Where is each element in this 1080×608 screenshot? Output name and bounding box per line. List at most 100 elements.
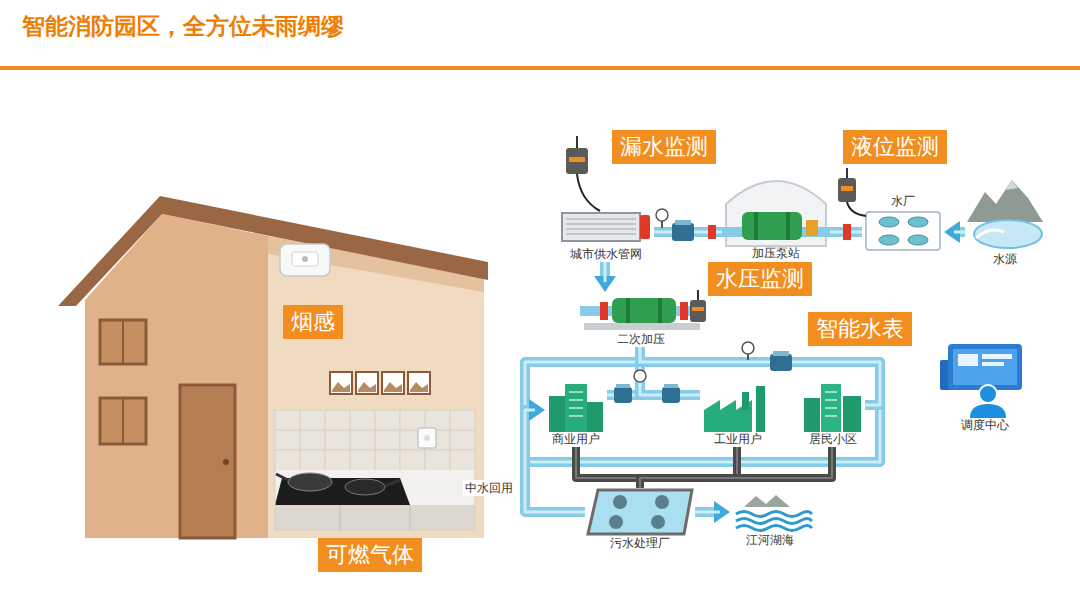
icon-area [965, 178, 1045, 252]
water-pipe [954, 231, 965, 234]
dispatch-center-icon [953, 349, 1017, 385]
booster-pump-icon [600, 302, 608, 320]
smoke-detector [280, 244, 330, 276]
house [268, 236, 484, 538]
facility-caption: 加压泵站 [752, 246, 800, 261]
water-plant-icon [866, 212, 940, 250]
kitchen-photo [275, 470, 475, 530]
callout-text: 智能水表 [808, 312, 912, 346]
sewer-pipe [640, 447, 832, 488]
pressure-gauge [656, 209, 668, 221]
sewer-pipe [576, 447, 640, 488]
water-pipe [640, 347, 880, 405]
river-icon [736, 512, 812, 517]
edge-label: 中水回用 [463, 480, 515, 496]
callout-text: 烟感 [283, 305, 343, 339]
water-source-icon [967, 180, 1043, 248]
smart-water-meter [773, 351, 789, 356]
facility-caption: 工业用户 [714, 432, 762, 447]
water-source-icon [967, 180, 1043, 222]
level-sensor [847, 202, 866, 216]
water-pipe [525, 410, 585, 512]
water-pipe [604, 262, 607, 282]
river-icon [744, 495, 790, 507]
pressure-gauge [742, 342, 754, 360]
commercial-buildings [549, 396, 565, 432]
facility-caption: 水厂 [891, 194, 915, 209]
pressure-gauge [661, 221, 663, 228]
title-rule [0, 66, 1080, 70]
icon-area [575, 292, 707, 332]
house [180, 385, 235, 538]
facility-caption: 城市供水管网 [570, 247, 642, 262]
commercial-buildings [565, 384, 587, 432]
kitchen-photo [275, 410, 475, 470]
water-pipe [640, 347, 700, 395]
water-meter [616, 384, 630, 388]
factory [704, 386, 765, 432]
icon-area [700, 380, 775, 432]
water-pipe [954, 227, 965, 237]
city-pipe-network-icon [562, 213, 640, 241]
pressure-sensor [690, 300, 706, 322]
callout-text: 漏水监测 [612, 130, 716, 164]
house [122, 398, 124, 444]
icon-area [558, 205, 654, 247]
pump-station-icon [806, 220, 818, 236]
kitchen-photo [275, 410, 475, 530]
water-meter [662, 387, 680, 403]
facility-caption: 居民小区 [809, 432, 857, 447]
callout-box: 漏水监测 [612, 130, 716, 164]
residential-buildings [825, 392, 837, 416]
house [122, 320, 124, 364]
sewer-pipe [640, 447, 832, 488]
residential-buildings [821, 384, 841, 432]
water-pipe [640, 347, 880, 405]
facility-caption: 商业用户 [552, 432, 600, 447]
booster-pump-icon [626, 298, 630, 323]
sewage-plant-icon [588, 490, 692, 534]
booster-pump-icon [612, 298, 676, 323]
house [223, 459, 229, 465]
water-meter [664, 384, 678, 388]
water-pipe [695, 512, 720, 513]
water-pipe [600, 262, 610, 282]
water-pipe [605, 262, 606, 282]
water-source-icon [1006, 180, 1018, 190]
water-pipe [525, 410, 585, 512]
water-pipe [954, 232, 965, 233]
residential-buildings [804, 398, 820, 432]
smart-water-meter [770, 354, 792, 371]
wall-pictures [332, 382, 350, 392]
house [58, 196, 488, 538]
sewer-pipe [576, 447, 640, 488]
smoke-detector [302, 256, 308, 262]
river-icon [736, 519, 812, 524]
city-pipe-network-icon [562, 213, 650, 241]
icon-area [585, 488, 695, 536]
city-pipe-network-icon [566, 219, 636, 234]
icon-area [935, 340, 1035, 418]
pressure-gauge [656, 209, 668, 228]
pressure-gauge [634, 370, 646, 382]
callout-box: 水压监测 [708, 262, 812, 296]
pressure-sensor [692, 307, 704, 311]
kitchen-photo [275, 410, 475, 530]
smoke-detector [280, 244, 330, 276]
icon-area [862, 209, 944, 253]
dispatch-center-icon [982, 362, 1004, 366]
page-title: 智能消防园区，全方位未雨绸缪 [22, 11, 344, 41]
callout-text: 液位监测 [843, 130, 947, 164]
water-pipe [640, 347, 700, 395]
leak-sensor [576, 136, 578, 148]
kitchen-photo [275, 410, 475, 530]
icon-area [730, 495, 810, 533]
callout-text: 可燃气体 [318, 538, 422, 572]
wall-pictures [330, 372, 430, 394]
house [100, 398, 146, 444]
pump-station-icon [786, 212, 790, 240]
smoke-detector [292, 252, 318, 266]
pump-station-icon [742, 212, 802, 240]
leak-sensor [569, 157, 585, 162]
